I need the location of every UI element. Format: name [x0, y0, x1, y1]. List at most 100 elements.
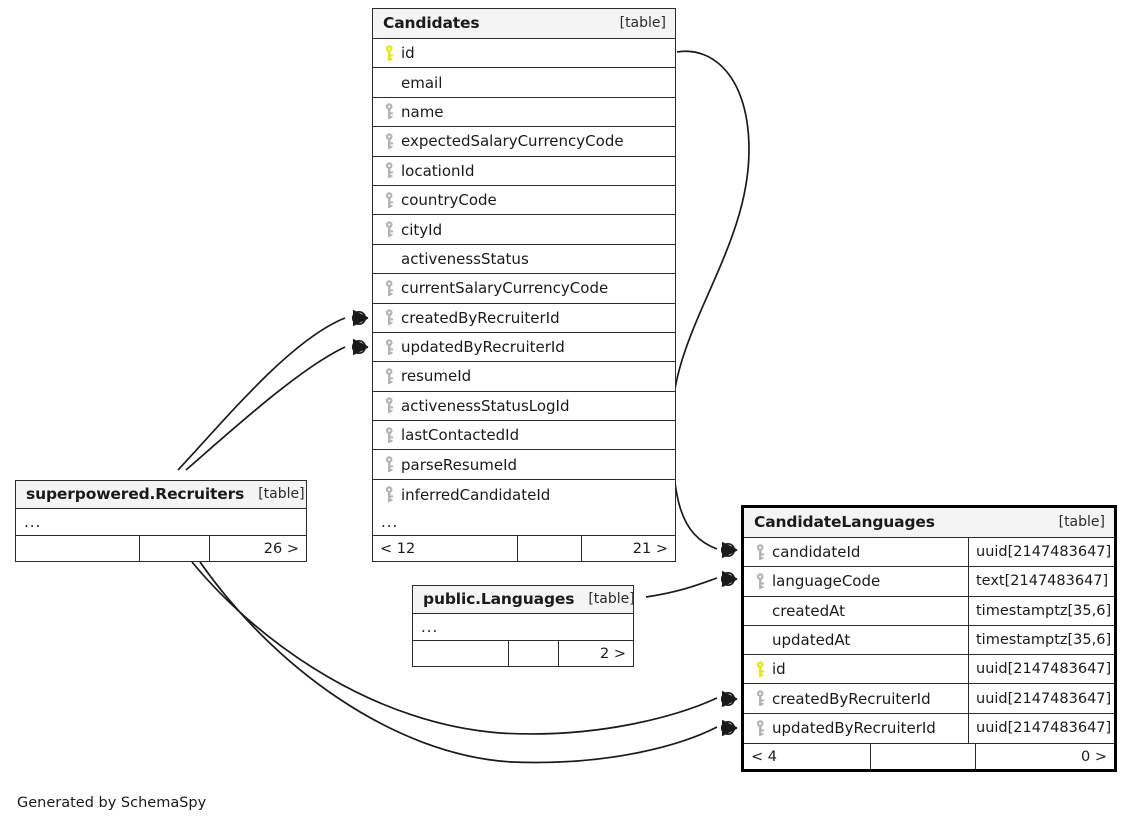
column-name: createdByRecruiterId [401, 308, 560, 327]
table-languages-more-indicator: ... [413, 614, 633, 641]
key-icon-foreign [752, 720, 770, 737]
key-icon-foreign [752, 690, 770, 707]
column-name-cell: resumeId [373, 362, 675, 390]
column-type: uuid[2147483647] [968, 684, 1114, 713]
key-icon-foreign [381, 221, 399, 238]
column-name: email [401, 73, 443, 92]
table-row[interactable]: createdByRecruiterId [373, 304, 675, 333]
key-icon-foreign [381, 309, 399, 326]
table-row[interactable]: activenessStatus [373, 245, 675, 275]
table-row[interactable]: resumeId [373, 362, 675, 392]
table-row[interactable]: id uuid[2147483647] [744, 655, 1114, 685]
table-candidatelanguages-footer-children: 0 > [975, 744, 1114, 770]
key-icon-foreign [381, 338, 399, 356]
table-candidates-title: Candidates [383, 14, 480, 32]
key-icon-foreign [381, 162, 399, 179]
column-name: locationId [401, 161, 475, 180]
column-type: uuid[2147483647] [968, 538, 1114, 567]
table-candidates-footer-children: 21 > [581, 536, 675, 562]
table-recruiters-footer: 26 > [16, 536, 306, 561]
table-recruiters-footer-parents [16, 536, 139, 561]
column-name-cell: activenessStatusLogId [373, 392, 675, 420]
table-row[interactable]: currentSalaryCurrencyCode [373, 274, 675, 304]
table-row[interactable]: name [373, 98, 675, 128]
table-candidatelanguages-footer-middle [870, 744, 975, 770]
column-name-cell: locationId [373, 157, 675, 185]
table-languages-footer-middle [508, 641, 558, 666]
table-candidates-footer-parents: < 12 [380, 540, 416, 557]
column-name-cell: countryCode [373, 186, 675, 214]
column-type: timestamptz[35,6] [968, 625, 1114, 655]
column-name: cityId [401, 220, 443, 239]
table-row[interactable]: parseResumeId [373, 450, 675, 480]
column-name: lastContactedId [401, 426, 520, 445]
column-name: id [772, 660, 786, 679]
table-candidatelanguages-footer: < 4 0 > [744, 743, 1114, 770]
column-name-cell: updatedByRecruiterId [373, 333, 675, 361]
edge-recruiters-candidates-created [177, 317, 346, 471]
column-name-cell: inferredCandidateId [373, 480, 675, 509]
column-name: expectedSalaryCurrencyCode [401, 132, 624, 151]
column-name-cell: lastContactedId [373, 421, 675, 449]
column-name-cell: parseResumeId [373, 450, 675, 478]
key-icon-foreign [381, 133, 399, 150]
table-row[interactable]: candidateId uuid[2147483647] [744, 538, 1114, 568]
table-row[interactable]: activenessStatusLogId [373, 392, 675, 422]
column-name-cell: expectedSalaryCurrencyCode [373, 127, 675, 155]
column-type: uuid[2147483647] [968, 655, 1114, 684]
column-name: updatedAt [772, 631, 851, 650]
key-icon-foreign [381, 191, 399, 209]
table-row[interactable]: email [373, 68, 675, 98]
key-icon-primary [752, 661, 770, 678]
column-name: updatedByRecruiterId [401, 338, 565, 357]
key-icon-primary [381, 44, 399, 62]
table-row[interactable]: lastContactedId [373, 421, 675, 451]
column-name-cell: candidateId [744, 538, 968, 566]
column-name-cell: updatedByRecruiterId [744, 714, 968, 743]
column-name-cell: createdByRecruiterId [373, 304, 675, 332]
table-row[interactable]: createdByRecruiterId uuid[2147483647] [744, 684, 1114, 714]
table-candidates-more-indicator: ... [373, 509, 675, 537]
table-row[interactable]: updatedByRecruiterId [373, 333, 675, 363]
table-row[interactable]: id [373, 39, 675, 69]
table-row[interactable]: cityId [373, 215, 675, 245]
table-candidatelanguages-footer-parents: < 4 [751, 748, 777, 765]
edge-recruiters-candidates-updated [185, 346, 346, 471]
table-row[interactable]: countryCode [373, 186, 675, 216]
table-recruiters-footer-middle [139, 536, 209, 561]
table-recruiters[interactable]: superpowered.Recruiters [table] ... 26 > [15, 480, 307, 562]
key-icon-foreign [381, 427, 399, 444]
column-name: createdByRecruiterId [772, 689, 931, 708]
table-languages-kind-label: [table] [588, 591, 635, 607]
column-name: candidateId [772, 543, 861, 562]
table-row[interactable]: inferredCandidateId [373, 480, 675, 509]
table-row[interactable]: updatedAt timestamptz[35,6] [744, 625, 1114, 656]
column-type: uuid[2147483647] [968, 713, 1114, 744]
table-row[interactable]: expectedSalaryCurrencyCode [373, 127, 675, 157]
column-name: languageCode [772, 572, 881, 591]
column-name-cell: id [373, 39, 675, 67]
column-name-cell: cityId [373, 215, 675, 243]
table-row[interactable]: locationId [373, 157, 675, 186]
column-name: id [401, 44, 415, 63]
table-candidates-footer: < 12 21 > [373, 536, 675, 562]
column-name: countryCode [401, 191, 497, 210]
column-name: name [401, 102, 444, 121]
edge-candidates-id-candidateid [671, 50, 750, 550]
column-name-cell: updatedAt [744, 626, 968, 654]
edge-languages-candidatelanguages-languagecode [645, 577, 718, 598]
generated-by-note: Generated by SchemaSpy [17, 795, 207, 811]
table-languages[interactable]: public.Languages [table] ... 2 > [412, 585, 635, 667]
table-candidatelanguages-title: CandidateLanguages [754, 513, 935, 531]
table-candidates-columns: id email name expectedSalaryCurrencyCode loc… [373, 39, 675, 509]
column-name-cell: createdAt [744, 597, 968, 625]
key-icon-foreign [381, 368, 399, 385]
table-languages-title: public.Languages [423, 590, 575, 608]
